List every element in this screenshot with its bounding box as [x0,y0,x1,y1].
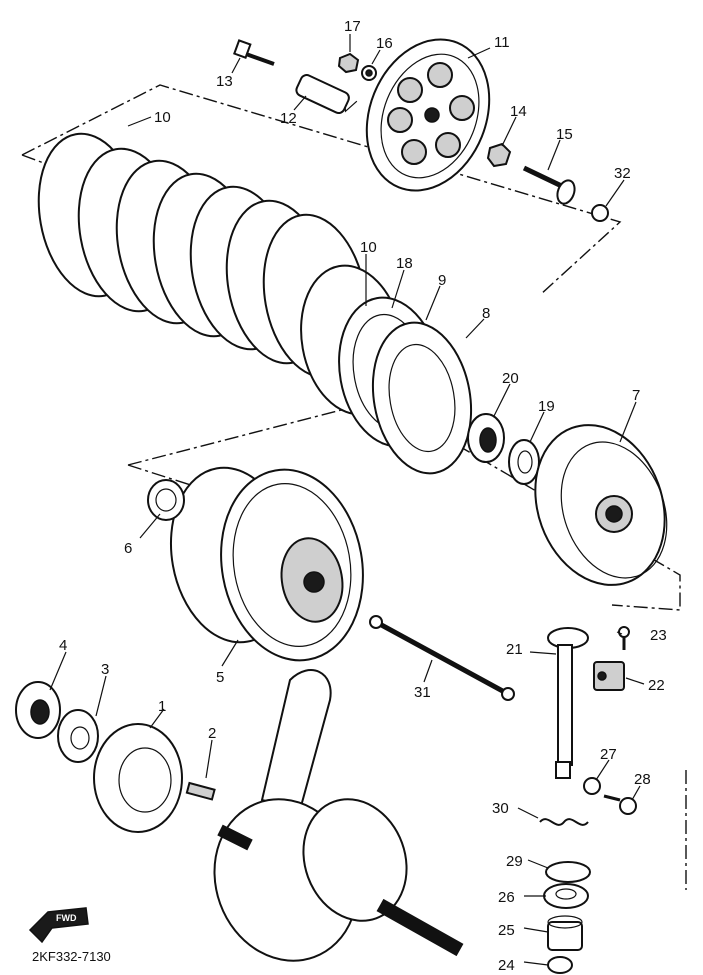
diagram-code: 2KF332-7130 [32,949,111,964]
pressure-plate [365,38,491,192]
lock-washer-19 [508,439,540,485]
callout-22: 22 [648,677,665,694]
primary-driven-gear [169,466,364,662]
callout-1: 1 [158,698,166,715]
callout-12: 12 [280,110,297,127]
callout-29: 29 [506,853,523,870]
callout-32: 32 [614,165,631,182]
forward-arrow-icon: FWD [28,907,89,944]
thrust-washer-6 [147,479,185,521]
callout-17: 17 [344,18,361,35]
oil-seal-26 [543,883,589,909]
callout-27: 27 [600,746,617,763]
callout-7: 7 [632,387,640,404]
primary-drive-gear [93,723,183,833]
clutch-plate-stack [37,132,473,475]
callout-3: 3 [101,661,109,678]
callout-14: 14 [510,103,527,120]
push-lever [593,661,625,691]
callout-28: 28 [634,771,651,788]
nut-4 [15,681,61,739]
callout-26: 26 [498,889,515,906]
nut-20 [467,413,505,463]
oil-seal-24 [547,956,573,974]
collar-29 [545,861,591,883]
callout-4: 4 [59,637,67,654]
bolt-13 [233,39,275,66]
washer-27 [583,777,601,795]
callout-25: 25 [498,922,515,939]
nut-14 [486,142,512,168]
nut-17 [337,52,360,74]
leader-lines [49,34,645,966]
push-rod-15 [522,165,576,205]
callout-31: 31 [414,684,431,701]
callout-19: 19 [538,398,555,415]
callout-15: 15 [556,126,573,143]
ball-32 [591,204,609,222]
lock-washer-3 [57,709,99,763]
washer-16 [361,65,377,81]
callout-20: 20 [502,370,519,387]
callout-13: 13 [216,73,233,90]
screw-28 [603,794,637,815]
callout-18: 18 [396,255,413,272]
callout-11: 11 [494,34,510,51]
crankshaft [213,669,464,962]
callout-5: 5 [216,669,224,686]
key-2 [185,781,216,801]
spring-30 [539,818,589,826]
callout-6: 6 [124,540,132,557]
callout-8: 8 [482,305,490,322]
bearing-25 [547,915,583,951]
callout-10-inner: 10 [360,239,377,256]
forward-label: FWD [56,913,77,923]
callout-10-top: 10 [154,109,171,126]
clutch-boss [534,424,668,586]
spring-12 [295,74,358,115]
push-lever-shaft [547,627,589,779]
callout-21: 21 [506,641,523,658]
callout-2: 2 [208,725,216,742]
callout-24: 24 [498,957,515,974]
callout-30: 30 [492,800,509,817]
callout-16: 16 [376,35,393,52]
screw-23 [618,626,630,650]
push-rod-31 [369,615,515,701]
callout-23: 23 [650,627,667,644]
callout-labels: 1 2 3 4 5 6 7 8 9 10 10 11 12 13 14 15 1… [59,18,667,974]
callout-9: 9 [438,272,446,289]
